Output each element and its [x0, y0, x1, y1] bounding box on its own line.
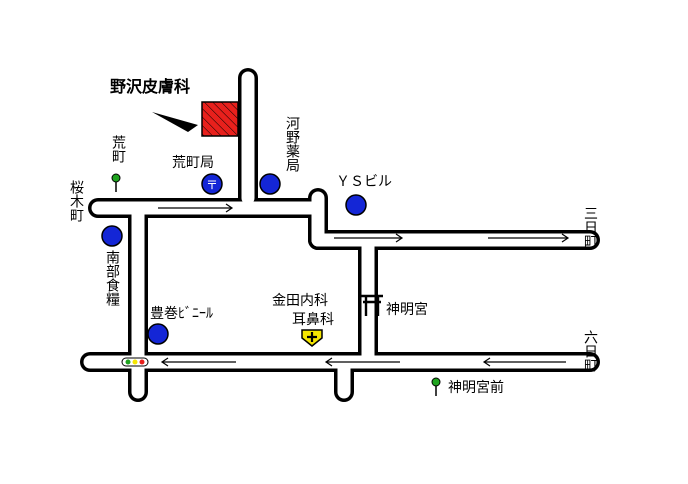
- direction-arrows: [158, 203, 570, 367]
- label-rokunichi: 六日町: [582, 330, 598, 372]
- label-kaneda-jibika: 耳鼻科: [292, 311, 334, 328]
- label-kawano-pharmacy: 河野薬局: [284, 116, 300, 172]
- arrow-left-icon: [324, 357, 400, 367]
- arrow-left-icon: [482, 357, 566, 367]
- kawano-pharmacy-marker: [259, 173, 281, 195]
- label-ys-building: ＹＳビル: [336, 174, 392, 190]
- poi-markers: 〒: [101, 173, 367, 345]
- ys-building-marker: [345, 194, 367, 216]
- post-office-mark: 〒: [206, 178, 218, 192]
- roads: [80, 68, 600, 402]
- toyomaki-vinyl-marker: [147, 323, 169, 345]
- label-aramachi: 荒町: [110, 135, 126, 163]
- post-office-icon: [201, 173, 223, 195]
- label-toyomaki-vinyl: 豊巻ﾋﾞﾆｰﾙ: [150, 306, 213, 322]
- clinic-marker: 野沢皮膚科: [110, 77, 239, 137]
- traffic-light-icon: [121, 357, 149, 367]
- label-shinmeigu: 神明宮: [386, 302, 428, 318]
- label-sakuragicho: 桜木町: [68, 180, 84, 222]
- arrow-right-icon: [488, 233, 570, 243]
- label-shinmeigu-mae: 神明宮前: [448, 379, 504, 396]
- hospital-cross-icon: [301, 329, 323, 347]
- clinic-name: 野沢皮膚科: [110, 77, 190, 96]
- arrow-right-icon: [158, 203, 234, 213]
- torii-icon: [361, 294, 383, 316]
- map-labels: 荒町 荒町局 桜木町 河野薬局 ＹＳビル 三日町 南部食糧 豊巻ﾋﾞﾆｰﾙ 金田…: [68, 116, 598, 396]
- arrow-right-icon: [334, 233, 404, 243]
- clinic-building: [201, 101, 239, 137]
- label-aramachi-post: 荒町局: [172, 155, 214, 171]
- label-nanbu-shokuryo: 南部食糧: [104, 250, 120, 306]
- bus-stop-icon: [431, 377, 441, 396]
- label-sanchome: 三日町: [582, 206, 598, 248]
- label-kaneda-naika: 金田内科: [272, 293, 328, 309]
- nanbu-shokuryo-marker: [101, 225, 123, 247]
- bus-stop-icon: [111, 173, 121, 192]
- arrow-left-icon: [160, 357, 236, 367]
- pointer-arrow-icon: [152, 112, 198, 132]
